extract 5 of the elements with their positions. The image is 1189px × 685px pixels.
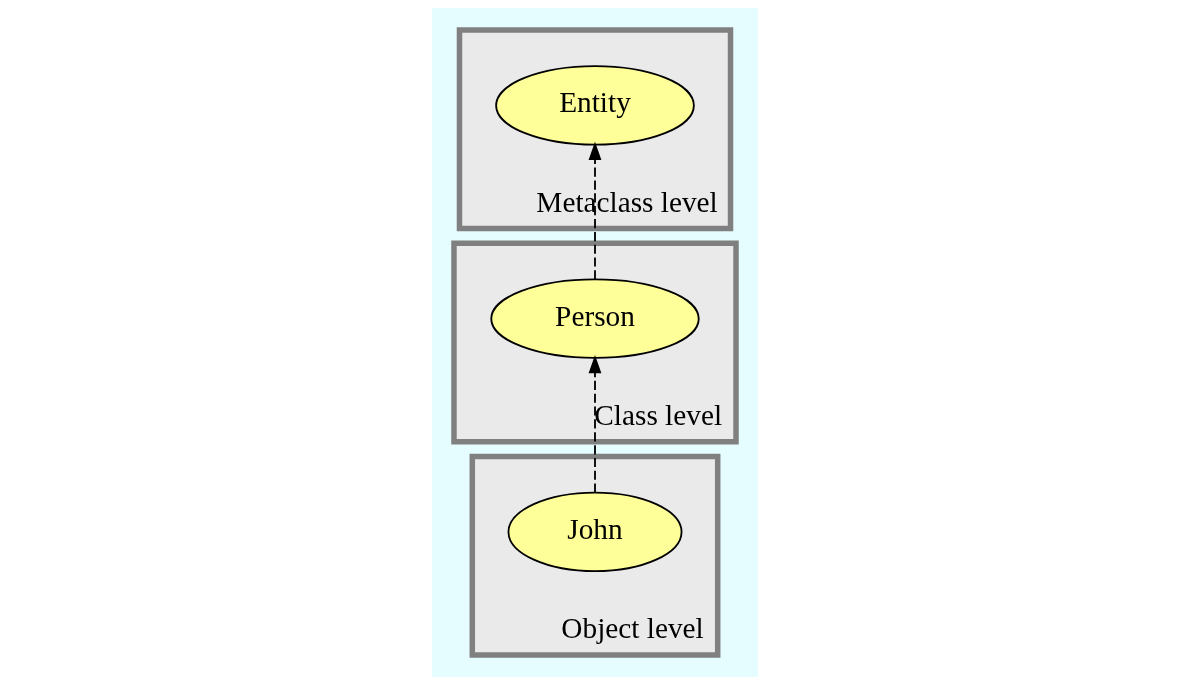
node-ellipse: John xyxy=(507,491,682,573)
arrow xyxy=(588,141,601,281)
arrow xyxy=(588,354,601,494)
node-ellipse: Entity xyxy=(494,65,695,146)
node-ellipse: Person xyxy=(489,278,700,359)
